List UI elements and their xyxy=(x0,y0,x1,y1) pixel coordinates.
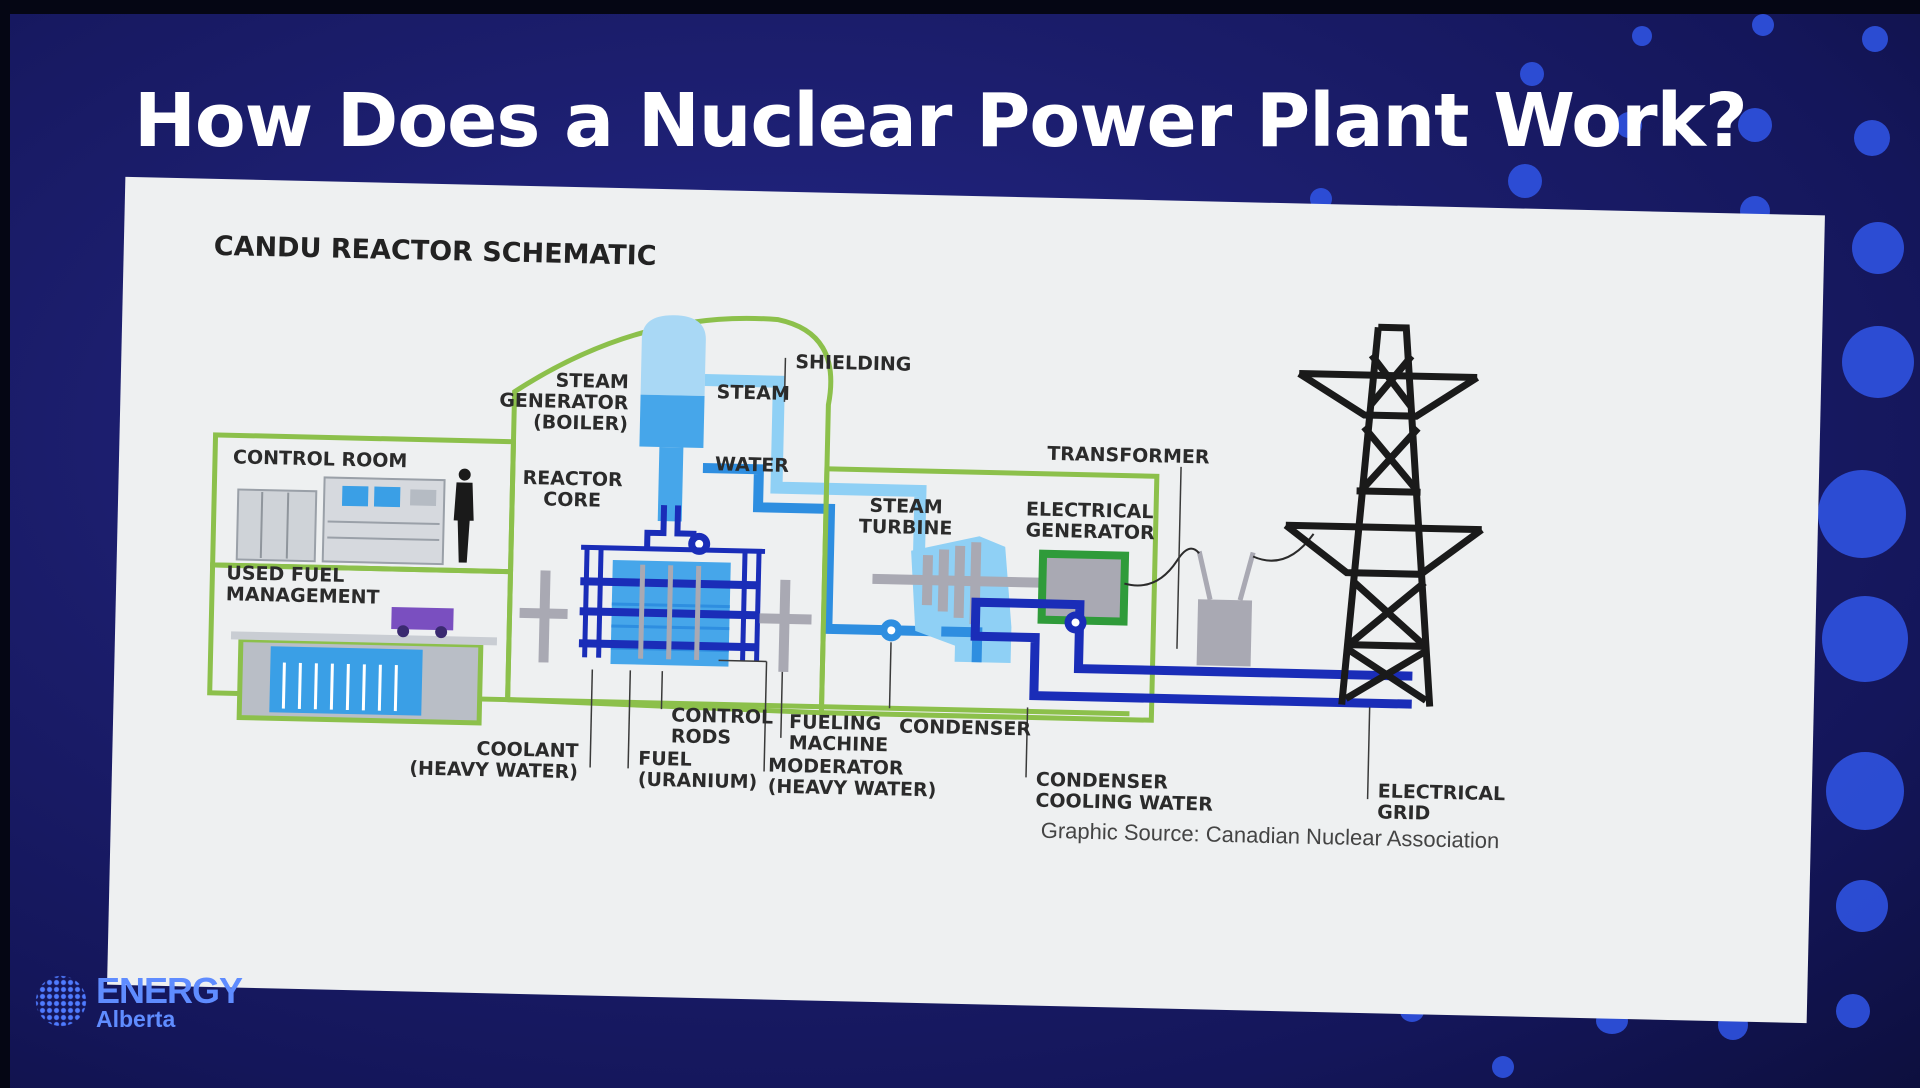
label-fuel-1: FUEL xyxy=(638,748,692,771)
label-steam-generator-1: STEAM xyxy=(555,370,629,394)
label-control-room: CONTROL ROOM xyxy=(233,446,408,472)
water-pipe xyxy=(702,462,946,637)
energy-alberta-logo: ENERGY Alberta xyxy=(32,968,252,1038)
screen-bezel-left xyxy=(0,0,10,1088)
person-silhouette-icon xyxy=(453,468,474,563)
transmission-tower-icon xyxy=(1283,323,1484,707)
slide-title: How Does a Nuclear Power Plant Work? xyxy=(134,78,1748,164)
reactor-building-outline xyxy=(505,315,834,716)
reactor-core xyxy=(578,544,766,667)
label-coolant-2: (HEAVY WATER) xyxy=(409,757,578,783)
label-reactor-core-2: CORE xyxy=(543,488,601,511)
label-used-fuel-2: MANAGEMENT xyxy=(226,583,380,608)
label-fuel-2: (URANIUM) xyxy=(638,769,758,794)
graphic-source-credit: Graphic Source: Canadian Nuclear Associa… xyxy=(1041,818,1500,853)
label-fueling-machine-1: FUELING xyxy=(789,711,882,735)
label-electrical-grid-2: GRID xyxy=(1377,801,1431,824)
label-transformer: TRANSFORMER xyxy=(1047,443,1210,469)
label-electrical-generator-2: GENERATOR xyxy=(1025,519,1155,544)
label-condenser-cooling-water-2: COOLING WATER xyxy=(1035,790,1213,816)
label-control-rods-1: CONTROL xyxy=(671,704,773,728)
steam-pipe xyxy=(704,374,927,556)
leader-lines xyxy=(589,357,1371,800)
label-water: WATER xyxy=(715,453,790,477)
screen-bezel-top xyxy=(0,0,1920,14)
logo-region: Alberta xyxy=(96,1006,176,1032)
label-moderator-2: (HEAVY WATER) xyxy=(767,776,936,802)
label-reactor-core-1: REACTOR xyxy=(522,467,623,491)
turbine-hall-outline xyxy=(818,466,1160,723)
label-steam-generator-2: GENERATOR xyxy=(499,389,629,414)
schematic-title: CANDU REACTOR SCHEMATIC xyxy=(213,231,656,272)
dotted-globe-icon xyxy=(32,972,90,1030)
used-fuel-building xyxy=(207,562,514,726)
label-control-rods-2: RODS xyxy=(671,725,732,748)
label-condenser: CONDENSER xyxy=(899,716,1032,741)
label-steam: STEAM xyxy=(716,381,790,405)
label-steam-generator-3: (BOILER) xyxy=(533,411,628,435)
reactor-schematic-diagram: CANDU REACTOR SCHEMATIC xyxy=(207,231,1506,853)
label-coolant-1: COOLANT xyxy=(476,738,578,762)
steam-generator-boiler xyxy=(639,315,706,522)
fueling-machine-left xyxy=(519,570,568,663)
label-fueling-machine-2: MACHINE xyxy=(788,732,888,756)
label-used-fuel-1: USED FUEL xyxy=(226,562,344,587)
fuel-cart-icon xyxy=(391,606,454,639)
label-steam-turbine-1: STEAM xyxy=(869,495,943,519)
label-electrical-generator-1: ELECTRICAL xyxy=(1026,498,1154,523)
condenser-cooling-water-pipe xyxy=(970,597,1413,709)
label-shielding: SHIELDING xyxy=(795,351,912,376)
label-condenser-cooling-water-1: CONDENSER xyxy=(1036,769,1169,794)
fueling-machine-right xyxy=(759,579,812,672)
label-steam-turbine-2: TURBINE xyxy=(859,516,953,540)
label-electrical-grid-1: ELECTRICAL xyxy=(1378,780,1506,805)
schematic-panel: CANDU REACTOR SCHEMATIC xyxy=(107,176,1825,1024)
label-moderator-1: MODERATOR xyxy=(768,755,904,780)
logo-name: ENERGY xyxy=(96,970,243,1011)
